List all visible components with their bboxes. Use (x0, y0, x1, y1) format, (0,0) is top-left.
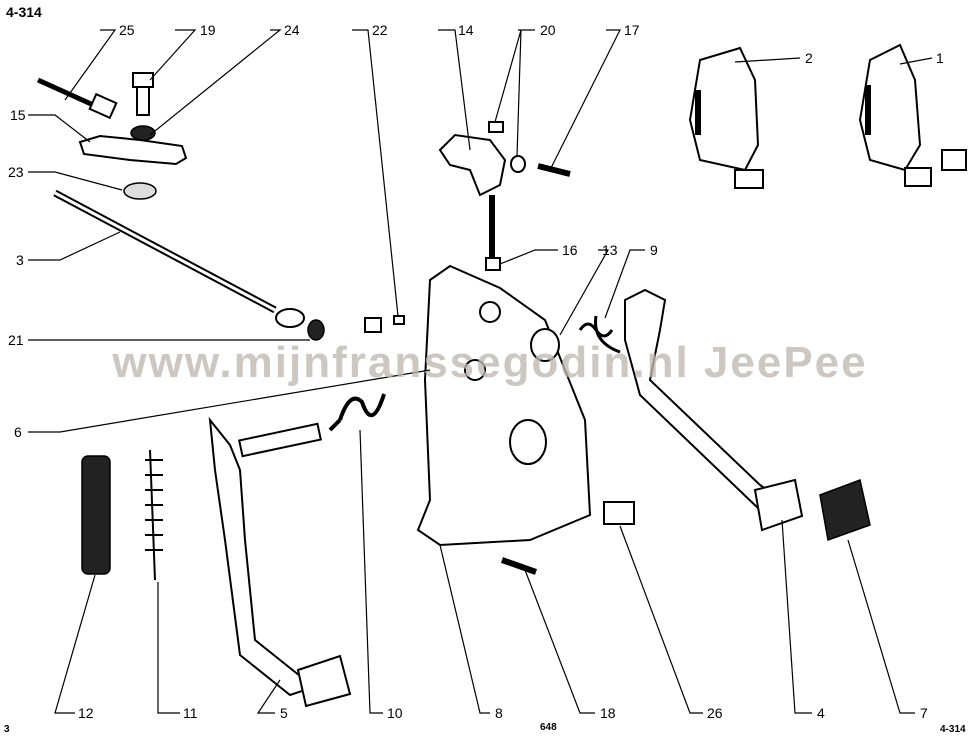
part-7-pedal-rubber (819, 478, 871, 542)
callout-2: 2 (805, 50, 813, 66)
plate-code: 4-314 (6, 4, 42, 20)
part-20-nut-2 (510, 155, 526, 173)
callout-15: 15 (10, 107, 26, 123)
callout-18: 18 (600, 705, 616, 721)
part-9-spring (578, 315, 621, 354)
callout-4: 4 (817, 705, 825, 721)
part-22-pin (364, 315, 405, 333)
plate-code-bottom: 4-314 (940, 724, 966, 735)
assembly-view-1 (858, 43, 967, 187)
callout-6: 6 (14, 424, 22, 440)
callout-21: 21 (8, 332, 24, 348)
part-5-pedal-pad (296, 654, 352, 708)
part-15-plate (78, 134, 188, 166)
part-24-washer (130, 125, 156, 141)
part-23-washer (123, 182, 157, 200)
callout-5: 5 (280, 705, 288, 721)
assembly-view-2 (688, 46, 764, 189)
callout-3: 3 (16, 252, 24, 268)
callout-20: 20 (540, 22, 556, 38)
part-3-shaft (53, 189, 305, 328)
part-17-screw (537, 163, 571, 177)
page-number: 648 (540, 722, 557, 733)
part-10-spring (328, 393, 386, 432)
callout-14: 14 (458, 22, 474, 38)
housing-hole-1 (479, 301, 501, 323)
callout-13: 13 (602, 242, 618, 258)
part-16-bolt (485, 195, 501, 271)
callout-7: 7 (920, 705, 928, 721)
part-12-sleeve (81, 455, 111, 575)
callout-16: 16 (562, 242, 578, 258)
callout-1: 1 (936, 50, 944, 66)
part-4-pedal-pad (753, 478, 804, 532)
callout-19: 19 (200, 22, 216, 38)
part-26-switch (603, 501, 635, 525)
callout-26: 26 (707, 705, 723, 721)
part-20-nut (488, 121, 504, 133)
part-25-bolt (36, 77, 118, 120)
part-21-washer (307, 319, 325, 341)
part-14-bracket (438, 133, 507, 197)
part-4-pedal-arm (624, 288, 777, 512)
housing-port (509, 419, 547, 465)
part-13-bushing (530, 328, 560, 362)
callout-9: 9 (650, 242, 658, 258)
callout-17: 17 (624, 22, 640, 38)
callout-23: 23 (8, 164, 24, 180)
leader-lines (28, 29, 933, 714)
callout-25: 25 (119, 22, 135, 38)
housing-hole-2 (464, 359, 486, 381)
part-5-shaft (238, 422, 322, 458)
part-5-pedal-arm (208, 416, 307, 697)
callout-8: 8 (495, 705, 503, 721)
callout-10: 10 (387, 705, 403, 721)
callout-12: 12 (78, 705, 94, 721)
callout-22: 22 (372, 22, 388, 38)
page-left-number: 3 (4, 724, 10, 735)
part-8-housing (416, 264, 592, 547)
callout-24: 24 (284, 22, 300, 38)
part-18-screw (501, 557, 537, 575)
part-11-spring (145, 449, 163, 581)
callout-11: 11 (183, 705, 198, 721)
part-19-bolt (132, 72, 154, 116)
